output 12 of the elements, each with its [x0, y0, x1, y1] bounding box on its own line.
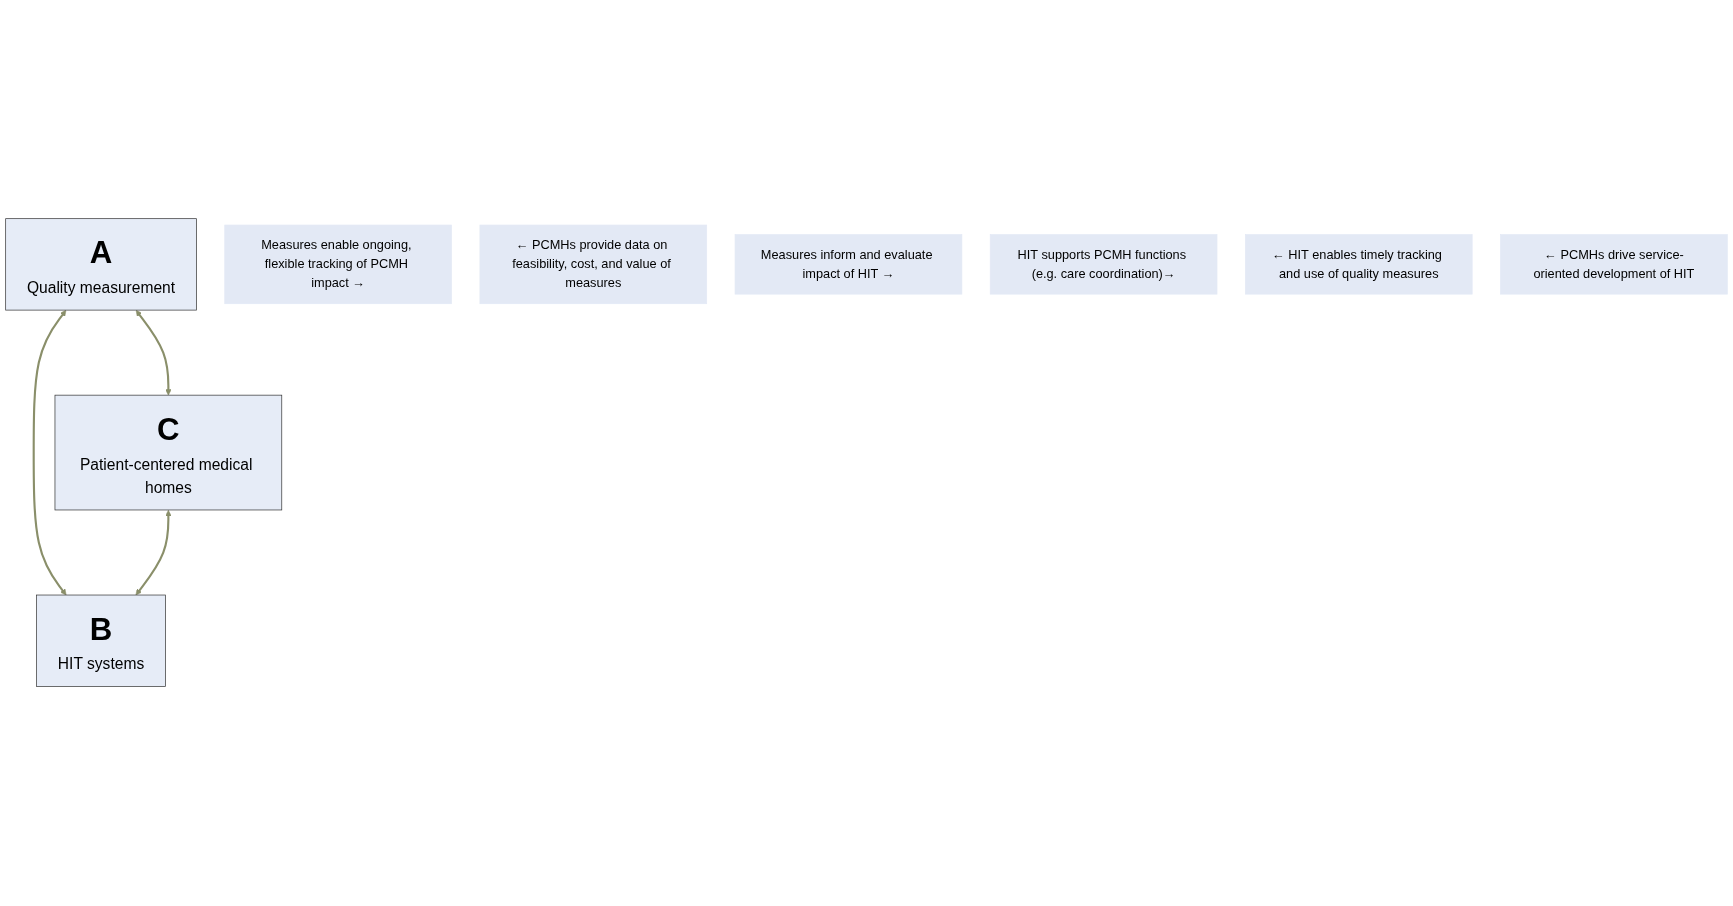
arrow — [32, 310, 67, 596]
arrow — [135, 510, 172, 596]
node-box: A Quality measurement — [5, 218, 197, 311]
node-box: Measures inform and evaluate impact of HIT → — [734, 234, 963, 295]
node-box: ← PCMHs provide data on feasibility, cost, and value of measures — [479, 225, 708, 305]
node-box: B HIT systems — [36, 595, 166, 688]
node-box: ← PCMHs drive service-oriented development of HIT — [1500, 234, 1728, 295]
arrow — [135, 310, 172, 396]
node-box: C Patient-centered medical homes — [54, 395, 283, 511]
node-box: ← HIT enables timely tracking and use of quality measures — [1245, 234, 1473, 295]
node-box: HIT supports PCMH functions (e.g. care coordination)→ — [989, 234, 1218, 295]
node-box: Measures enable ongoing, flexible tracking of PCMH impact → — [224, 225, 452, 305]
